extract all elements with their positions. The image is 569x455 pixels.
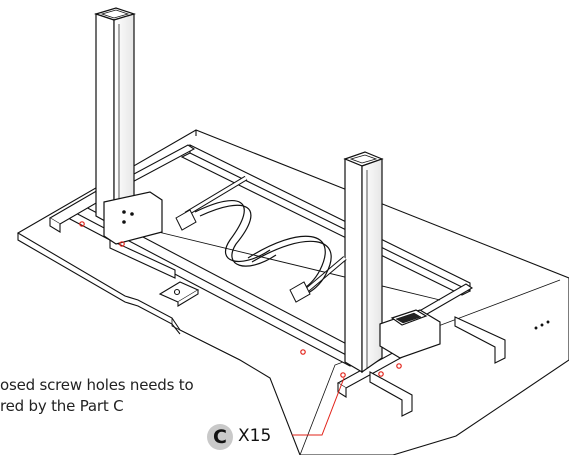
part-letter-badge: C — [207, 424, 233, 450]
callout-leader-line — [292, 377, 345, 436]
left-leg — [94, 7, 163, 245]
annotation-line-1: osed screw holes needs to — [0, 376, 194, 394]
screw-holes — [79, 221, 402, 378]
part-quantity: X15 — [238, 426, 272, 446]
motors-and-cables — [175, 175, 347, 303]
annotation-line-2: red by the Part C — [0, 397, 124, 415]
right-leg — [343, 151, 441, 374]
loose-bracket — [158, 281, 200, 307]
